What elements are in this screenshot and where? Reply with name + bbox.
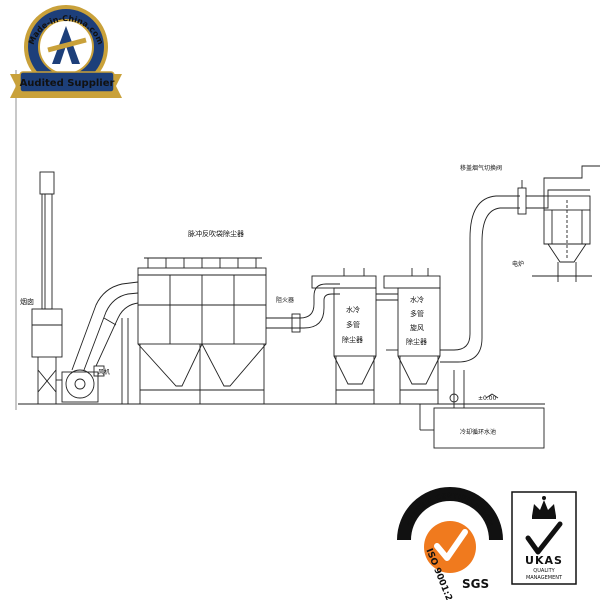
cooler-right xyxy=(383,268,441,404)
chimney xyxy=(31,171,63,404)
flow-drawing xyxy=(18,165,600,449)
sgs-check-icon xyxy=(434,529,468,561)
sgs-certification-mark: SYSTEM CERTIFICATION ISO 9001:2000 SGS xyxy=(397,487,503,600)
ukas-title: UKAS xyxy=(525,554,563,567)
label-spark-arrester: 阻火器 xyxy=(276,296,294,304)
label-cooler-right-1: 水冷 xyxy=(410,295,424,304)
riser-duct xyxy=(440,180,527,363)
label-furnace: 电炉 xyxy=(512,260,524,268)
fan xyxy=(56,365,105,403)
sgs-brand: SGS xyxy=(462,577,489,591)
label-cooler-right-3: 旋风 xyxy=(410,323,424,332)
label-water-tank: 冷却循环水池 xyxy=(460,428,496,436)
bag-filter xyxy=(121,257,267,404)
label-hood: 移盖烟气切换阀 xyxy=(460,164,502,172)
label-cooler-right-2: 多管 xyxy=(410,309,424,318)
label-cooler-right-4: 除尘器 xyxy=(406,337,427,346)
furnace-hood xyxy=(526,165,600,282)
ukas-mark: UKAS QUALITY MANAGEMENT xyxy=(511,491,577,585)
label-fan: 风机 xyxy=(98,368,110,376)
cooler-link-duct xyxy=(376,293,398,301)
cooler-left xyxy=(311,268,377,404)
fan-duct xyxy=(71,281,139,371)
ukas-check-icon xyxy=(525,521,563,555)
water-system xyxy=(419,370,545,449)
label-cooler-left-1: 水冷 xyxy=(346,305,360,314)
crown-icon xyxy=(532,500,556,516)
spark-duct xyxy=(266,283,340,333)
label-cooler-left-3: 除尘器 xyxy=(342,335,363,344)
ukas-sub2: MANAGEMENT xyxy=(526,575,563,581)
label-bag-filter: 脉冲反吹袋除尘器 xyxy=(188,229,244,238)
badge-ribbon-text: Audited Supplier xyxy=(20,78,115,89)
label-elevation: ±0.00 xyxy=(478,395,497,402)
label-chimney: 烟囱 xyxy=(20,297,34,306)
audited-supplier-badge: Made-in-China.com Audited Supplier xyxy=(10,5,122,98)
label-cooler-left-2: 多管 xyxy=(346,320,360,329)
ukas-sub1: QUALITY xyxy=(533,568,555,574)
diagram-labels: 烟囱 风机 脉冲反吹袋除尘器 阻火器 水冷 多管 除尘器 水冷 多管 旋风 除尘… xyxy=(20,164,524,436)
